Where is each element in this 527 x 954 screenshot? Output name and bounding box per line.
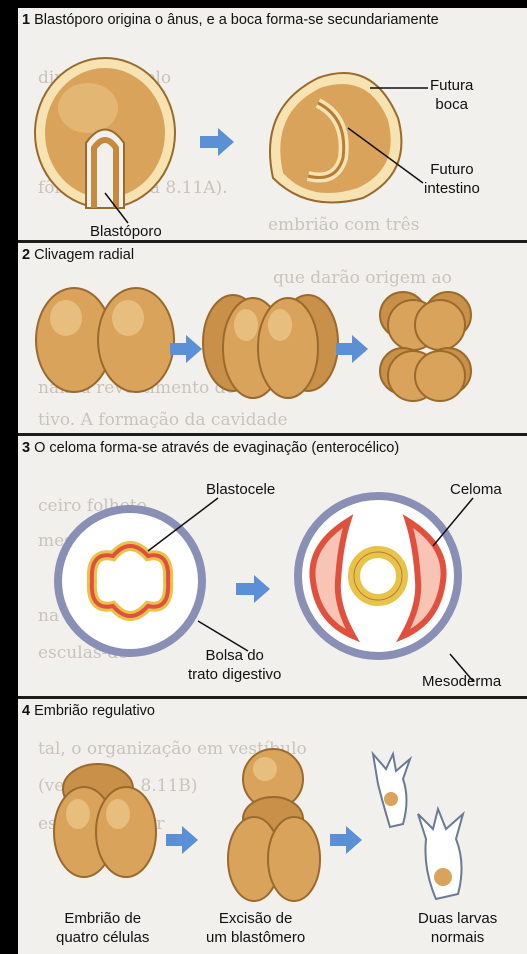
panel-3-art: ceiro folheto mesodérmico na vesícula es… [38,492,474,682]
label-larvas: Duas larvas normais [418,910,498,946]
panel-2-art: que darão origem ao nam a revestimento d… [35,268,472,430]
label-bolsa: Bolsa do trato digestivo [188,647,282,683]
panel-1-art: direção do polo padrão fônico (Figura 8.… [34,57,428,235]
label-futuro-intestino: Futuro intestino [424,161,480,197]
svg-text:tal, o organização em vestíbul: tal, o organização em vestíbulo [38,739,307,759]
two-cell-embryo [35,287,175,393]
eight-cell-embryo [379,291,472,402]
panel-2: que darão origem ao nam a revestimento d… [18,243,527,433]
arrow-right-icon [170,335,202,363]
panel-2-title: 2 Clivagem radial [22,247,135,263]
excised-blastomere [242,748,304,810]
svg-text:tivo. A formação da cavidade: tivo. A formação da cavidade [38,410,288,430]
coelom-cross-section [294,492,462,660]
divider [18,433,527,436]
label-mesoderma: Mesoderma [422,673,502,690]
four-cell-embryo [53,763,157,878]
larva [417,805,465,901]
gastrula-tilted-embryo [269,72,403,204]
larva [371,750,413,829]
gastrula-embryo [34,57,176,209]
panel-1-title: 1 Blastóporo origina o ânus, e a boca fo… [22,12,439,28]
label-blastoporo: Blastóporo [90,223,162,240]
label-celoma: Celoma [450,481,502,498]
label-embriao: Embrião de quatro células [56,910,150,946]
arrow-right-icon [200,128,234,156]
label-blastocele: Blastocele [206,481,276,498]
svg-text:que darão origem ao: que darão origem ao [273,268,452,288]
three-cell-embryo [227,796,321,902]
label-futura-boca: Futura boca [430,77,474,113]
panel-3: ceiro folheto mesodérmico na vesícula es… [18,436,527,696]
four-cell-embryo [202,294,339,399]
panel-4-art: tal, o organização em vestíbulo (ver Fig… [38,739,465,902]
svg-text:embrião com três: embrião com três [268,215,419,235]
figure: direção do polo padrão fônico (Figura 8.… [18,8,527,954]
gastrula-cross-section [54,505,206,657]
arrow-right-icon [336,335,368,363]
divider [18,696,527,699]
arrow-right-icon [166,826,198,854]
arrow-right-icon [236,575,270,603]
label-excisao: Excisão de um blastômero [206,910,306,946]
panel-1: direção do polo padrão fônico (Figura 8.… [18,8,527,240]
arrow-right-icon [330,826,362,854]
panel-3-title: 3 O celoma forma-se através de evaginaçã… [22,440,400,456]
panel-4: tal, o organização em vestíbulo (ver Fig… [18,699,527,954]
divider [18,240,527,243]
panel-4-title: 4 Embrião regulativo [22,703,155,719]
